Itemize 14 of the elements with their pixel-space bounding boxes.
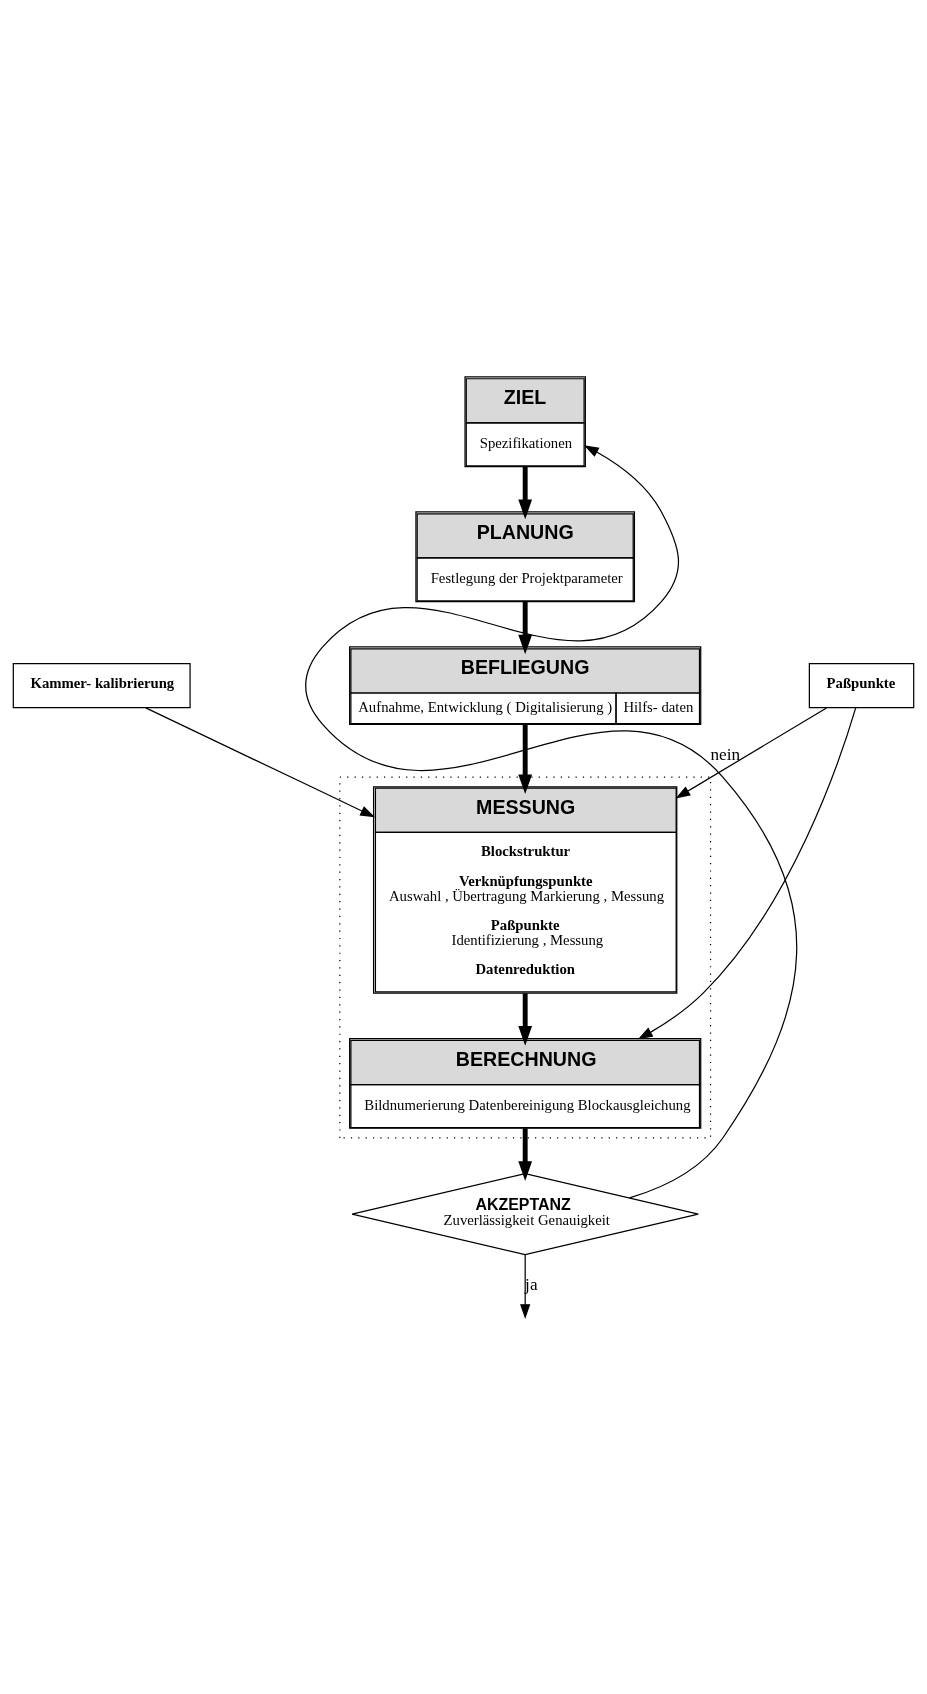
arrow: [145, 706, 375, 817]
arrow: [518, 466, 533, 519]
node-box: Paßpunkte: [808, 662, 915, 708]
arrow: [518, 992, 533, 1046]
node-box: Kammer- kalibrierung: [12, 662, 191, 708]
arrow: [305, 444, 798, 1199]
arrow: [518, 1127, 533, 1181]
node-diamond: AKZEPTANZ Zuverlässigkeit Genauigkeit: [351, 1172, 699, 1255]
arrow: [518, 601, 533, 654]
arrow: [637, 706, 857, 1039]
arrow: [675, 706, 828, 798]
arrow: [518, 723, 533, 794]
arrow: [520, 1253, 531, 1319]
edge-label: nein: [710, 744, 741, 764]
